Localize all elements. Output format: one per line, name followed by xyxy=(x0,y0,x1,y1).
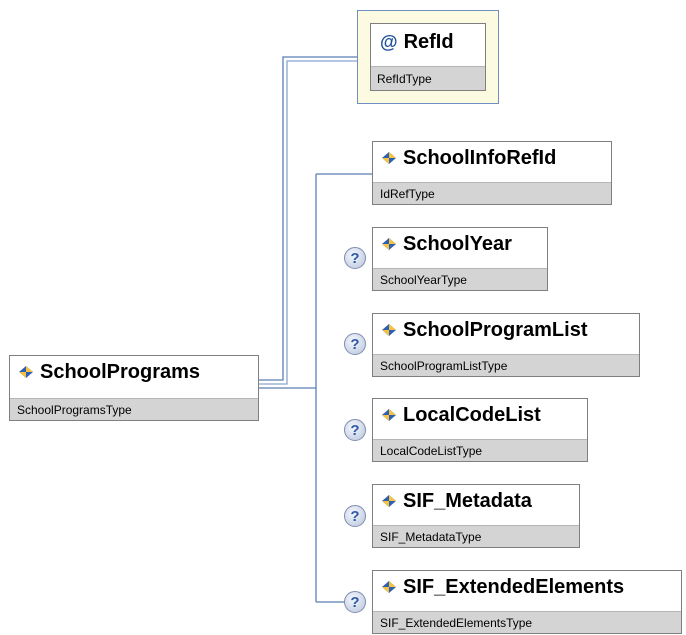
child-element-name-row: SchoolYear xyxy=(373,228,547,260)
root-element-name: SchoolPrograms xyxy=(40,360,201,383)
child-element-name: SIF_Metadata xyxy=(403,489,532,512)
optional-question-icon: ? xyxy=(344,591,366,613)
element-diamond-icon xyxy=(382,495,396,507)
element-diamond-icon xyxy=(19,366,33,378)
child-element-name-row: SchoolProgramList xyxy=(373,314,639,346)
child-element-type: SIF_ExtendedElementsType xyxy=(373,611,681,633)
element-diamond-icon xyxy=(382,409,396,421)
child-element-name: SchoolProgramList xyxy=(403,318,588,341)
child-element-name-row: LocalCodeList xyxy=(373,399,587,431)
attribute-name-row: @ RefId xyxy=(371,24,485,60)
child-element-box[interactable]: SIF_ExtendedElements SIF_ExtendedElement… xyxy=(372,570,682,634)
connector-to-refid xyxy=(258,56,357,381)
optional-question-icon: ? xyxy=(344,247,366,269)
child-element-name-row: SchoolInfoRefId xyxy=(373,142,611,174)
root-element-type: SchoolProgramsType xyxy=(10,398,258,420)
attribute-at-icon: @ xyxy=(380,31,398,52)
element-diamond-icon xyxy=(382,581,396,593)
element-diamond-icon xyxy=(382,152,396,164)
optional-question-icon: ? xyxy=(344,419,366,441)
child-element-name: SIF_ExtendedElements xyxy=(403,575,625,598)
child-element-box[interactable]: SchoolYear SchoolYearType xyxy=(372,227,548,291)
child-element-type: SchoolYearType xyxy=(373,268,547,290)
child-element-name: LocalCodeList xyxy=(403,403,541,426)
child-element-name-row: SIF_Metadata xyxy=(373,485,579,517)
element-diamond-icon xyxy=(382,324,396,336)
child-element-type: LocalCodeListType xyxy=(373,439,587,461)
element-diamond-icon xyxy=(382,238,396,250)
child-element-box[interactable]: SchoolProgramList SchoolProgramListType xyxy=(372,313,640,377)
child-element-type: IdRefType xyxy=(373,182,611,204)
root-element-box[interactable]: SchoolPrograms SchoolProgramsType xyxy=(9,355,259,421)
child-element-box[interactable]: SchoolInfoRefId IdRefType xyxy=(372,141,612,205)
optional-question-icon: ? xyxy=(344,505,366,527)
attribute-type: RefIdType xyxy=(371,66,485,90)
optional-question-icon: ? xyxy=(344,333,366,355)
child-element-box[interactable]: SIF_Metadata SIF_MetadataType xyxy=(372,484,580,548)
child-element-type: SIF_MetadataType xyxy=(373,525,579,547)
child-element-name: SchoolYear xyxy=(403,232,512,255)
child-element-name: SchoolInfoRefId xyxy=(403,146,557,169)
attribute-name: RefId xyxy=(403,30,454,53)
child-element-box[interactable]: LocalCodeList LocalCodeListType xyxy=(372,398,588,462)
child-element-type: SchoolProgramListType xyxy=(373,354,639,376)
attribute-refid-box[interactable]: @ RefId RefIdType xyxy=(370,23,486,91)
child-element-name-row: SIF_ExtendedElements xyxy=(373,571,681,603)
root-element-name-row: SchoolPrograms xyxy=(10,356,258,388)
